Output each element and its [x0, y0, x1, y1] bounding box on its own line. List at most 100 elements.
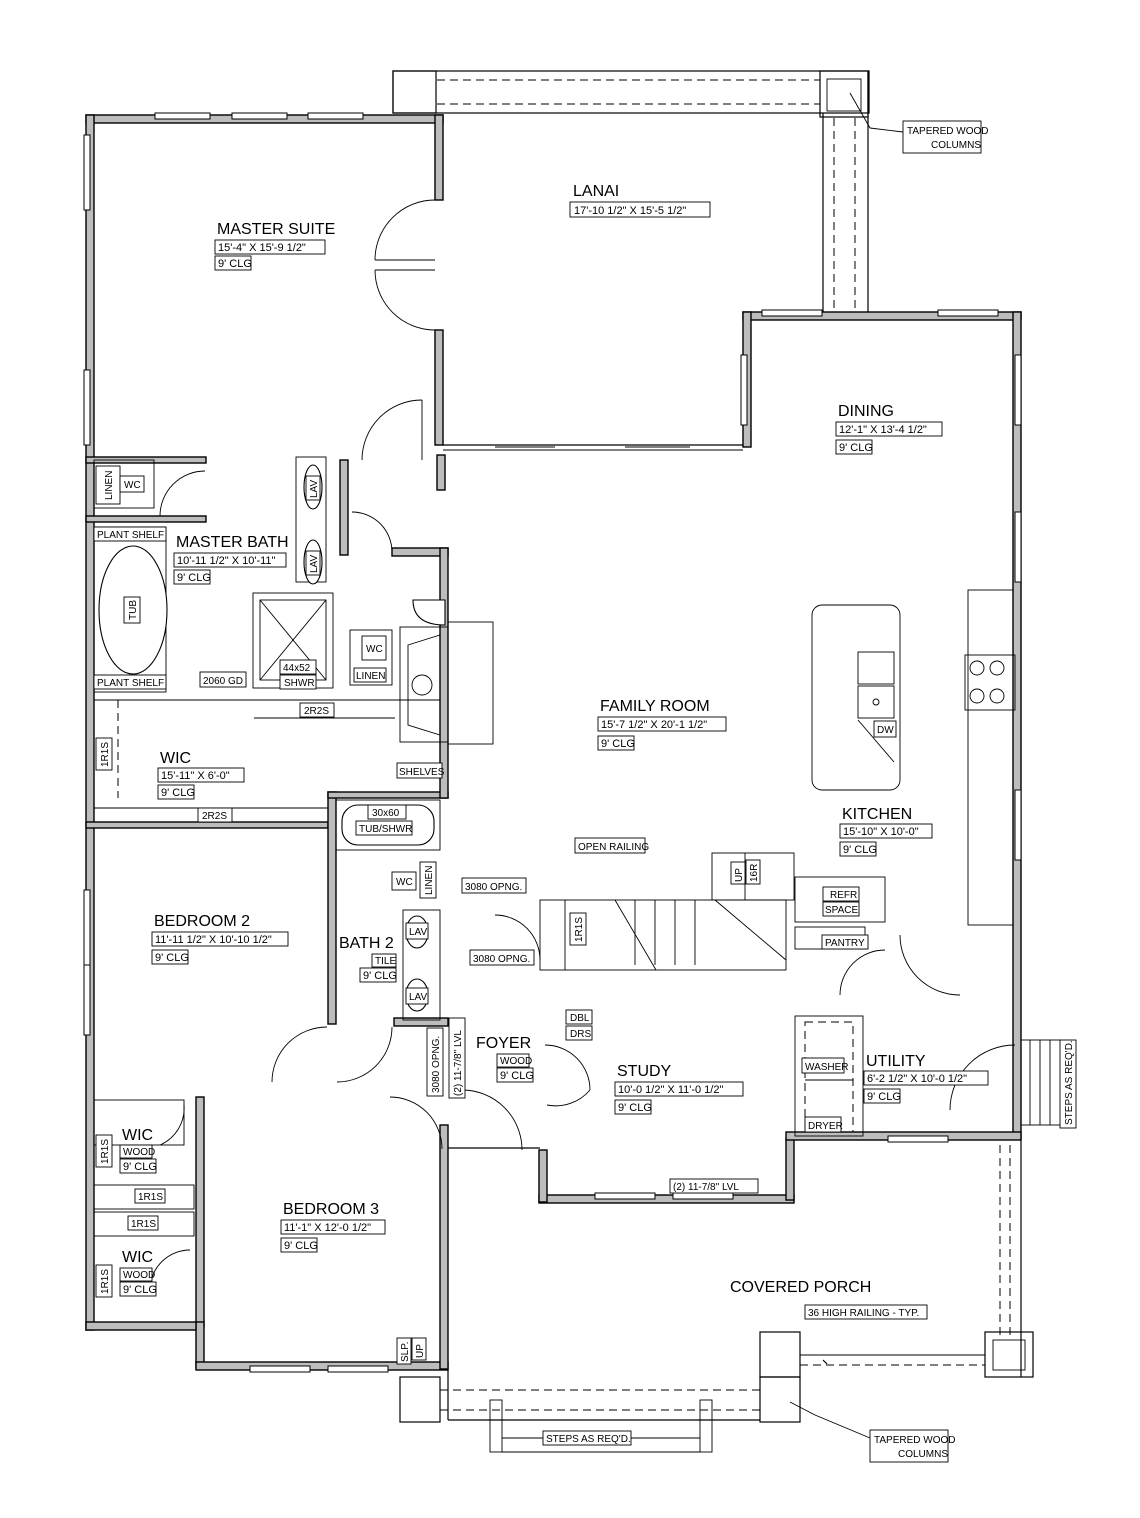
linen-label-3: LINEN [424, 866, 435, 895]
tapered-columns-note-bottom: TAPERED WOOD COLUMNS [869, 1429, 955, 1463]
utility-dim: 6'-2 1/2" X 10'-0 1/2" [867, 1073, 967, 1085]
bath2-name: BATH 2 [339, 935, 394, 952]
dryer-label: DRYER [808, 1121, 843, 1132]
refr-label: REFR [830, 890, 857, 901]
space-label: SPACE [825, 905, 858, 916]
r2s-label-2: 2R2S [202, 811, 227, 822]
tapered-note-bottom-line2: COLUMNS [898, 1449, 948, 1460]
washer-label: WASHER [805, 1062, 849, 1073]
dining-label: DINING 12'-1" X 13'-4 1/2" 9' CLG [835, 403, 943, 455]
lanai-name: LANAI [573, 183, 619, 200]
foyer-name: FOYER [476, 1035, 531, 1052]
family-room-label: FAMILY ROOM 15'-7 1/2" X 20'-1 1/2" 9' C… [597, 698, 727, 751]
opng-label-3: 3080 OPNG. [431, 1036, 442, 1093]
r1s-label-2: 1R1S [100, 1139, 111, 1164]
shower-size-label: 44x52 [283, 663, 311, 674]
tapered-note-line2: COLUMNS [931, 140, 981, 151]
covered-porch-note: 36 HIGH RAILING - TYP. [808, 1308, 919, 1319]
wic-master-name: WIC [160, 750, 191, 767]
open-railing-label: OPEN RAILING [578, 842, 649, 853]
bath2-labels: 30x60 TUB/SHWR WC LINEN LAV LAV BATH 2 T… [339, 804, 437, 1005]
dining-name: DINING [838, 403, 894, 420]
kitchen-name: KITCHEN [842, 806, 912, 823]
windows [83, 112, 1022, 1373]
tapered-note-bottom-line1: TAPERED WOOD [874, 1435, 955, 1446]
up-label-stair: UP [734, 868, 745, 882]
plant-shelf-label-1: PLANT SHELF [97, 530, 164, 541]
shower-label: SHWR [284, 678, 315, 689]
master-bath-name: MASTER BATH [176, 534, 289, 551]
wic-small-labels: 1R1S WIC WOOD 9' CLG 1R1S 1R1S 1R1S WIC … [95, 1127, 166, 1298]
master-suite-dim: 15'-4" X 15'-9 1/2" [218, 242, 306, 254]
wic-b-clg: 9' CLG [123, 1284, 157, 1296]
r1s-label-4: 1R1S [131, 1219, 156, 1230]
linen-label-2: LINEN [356, 671, 385, 682]
opng-label-2: 3080 OPNG. [473, 954, 530, 965]
master-bath-dim: 10'-11 1/2" X 10'-11" [177, 555, 276, 567]
wc-label-1: WC [124, 480, 141, 491]
kitchen-label: DW KITCHEN 15'-10" X 10'-0" 9' CLG REFR … [821, 720, 933, 950]
shelves-label: SHELVES [399, 767, 445, 778]
utility-label: WASHER DRYER UTILITY 6'-2 1/2" X 10'-0 1… [801, 1039, 1077, 1133]
steps-label-front: STEPS AS REQ'D. [546, 1434, 631, 1445]
dw-label: DW [877, 725, 894, 736]
bedroom3-dim: 11'-1" X 12'-0 1/2" [284, 1222, 371, 1234]
study-name: STUDY [617, 1063, 672, 1080]
wic-b-floor: WOOD [123, 1270, 155, 1281]
doors [149, 199, 1016, 1291]
lvl-label-vertical: (2) 11-7/8" LVL [453, 1030, 464, 1096]
r1s-label-5: 1R1S [100, 1269, 111, 1294]
utility-name: UTILITY [866, 1053, 926, 1070]
r1s-label-1: 1R1S [100, 742, 111, 767]
foyer-floor: WOOD [500, 1056, 532, 1067]
lav-label-4: LAV [409, 992, 427, 1003]
linen-label-1: LINEN [104, 471, 115, 500]
r1s-label-3: 1R1S [138, 1192, 163, 1203]
wic-master-label: 1R1S WIC 15'-11" X 6'-0" 9' CLG 2R2S SHE… [95, 737, 445, 823]
covered-porch-outline [399, 1138, 1034, 1453]
kitchen-clg: 9' CLG [843, 844, 877, 856]
foyer-clg: 9' CLG [500, 1070, 534, 1082]
master-suite-clg: 9' CLG [218, 258, 252, 270]
tub-shwr-label: TUB/SHWR [359, 824, 412, 835]
lvl-label-horizontal: (2) 11-7/8" LVL [673, 1182, 739, 1193]
up-label-bed3: UP [415, 1344, 426, 1358]
steps-label-side: STEPS AS REQ'D. [1064, 1040, 1075, 1125]
covered-porch-name: COVERED PORCH [730, 1279, 871, 1296]
pantry-label: PANTRY [825, 938, 865, 949]
dbl-label: DBL [570, 1013, 590, 1024]
r16-label: 16R [749, 864, 760, 882]
tapered-note-line1: TAPERED WOOD [907, 126, 988, 137]
bedroom3-name: BEDROOM 3 [283, 1201, 379, 1218]
wc-label-2: WC [366, 644, 383, 655]
bedroom2-dim: 11'-11 1/2" X 10'-10 1/2" [155, 934, 272, 946]
wic-a-floor: WOOD [123, 1147, 155, 1158]
bath2-floor: TILE [375, 956, 396, 967]
slp-label: SLP. [400, 1342, 411, 1362]
study-dim: 10'-0 1/2" X 11'-0 1/2" [618, 1084, 723, 1096]
study-clg: 9' CLG [618, 1102, 652, 1114]
family-room-clg: 9' CLG [601, 738, 635, 750]
bedroom2-clg: 9' CLG [155, 952, 189, 964]
wc-label-3: WC [396, 877, 413, 888]
lav-label-1: LAV [309, 480, 320, 498]
walls [85, 114, 1022, 1371]
wic-a-clg: 9' CLG [123, 1161, 157, 1173]
family-room-dim: 15'-7 1/2" X 20'-1 1/2" [601, 719, 707, 731]
dining-clg: 9' CLG [839, 442, 873, 454]
master-bath-label: MASTER BATH 10'-11 1/2" X 10'-11" 9' CLG [173, 534, 289, 585]
lanai-dim: 17'-10 1/2" X 15'-5 1/2" [574, 205, 686, 217]
tapered-columns-note-top: TAPERED WOOD COLUMNS [902, 120, 988, 154]
gd-2060-label: 2060 GD [203, 676, 243, 687]
bedroom3-label: BEDROOM 3 11'-1" X 12'-0 1/2" 9' CLG SLP… [280, 1201, 427, 1365]
lanai-label: LANAI 17'-10 1/2" X 15'-5 1/2" [569, 183, 711, 218]
r2s-label-1: 2R2S [304, 706, 329, 717]
lanai-outline [392, 70, 904, 312]
tub-label: TUB [128, 600, 139, 620]
master-bath-clg: 9' CLG [177, 572, 211, 584]
wic-a-name: WIC [122, 1127, 153, 1144]
lav-label-3: LAV [409, 927, 427, 938]
bedroom2-name: BEDROOM 2 [154, 913, 250, 930]
drs-label: DRS [570, 1029, 591, 1040]
